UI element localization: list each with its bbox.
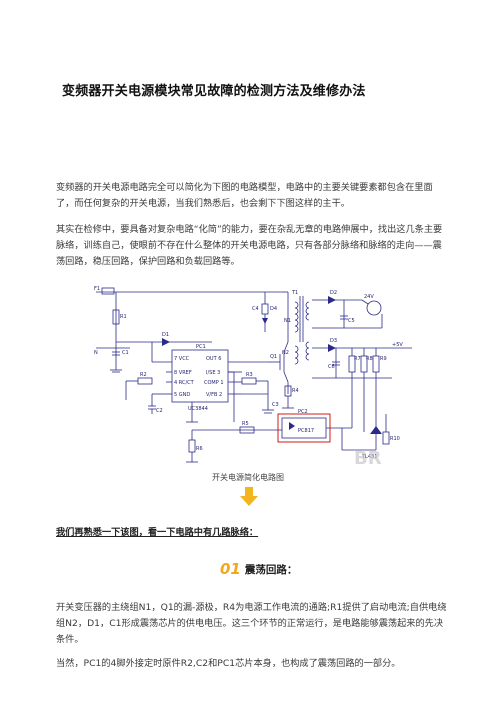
label-r7: R7 [354, 356, 361, 362]
section-label: 震荡回路： [244, 563, 298, 576]
label-chip: UC3844 [188, 406, 208, 412]
label-r2: R2 [140, 372, 147, 378]
label-c6: C6 [328, 364, 335, 370]
label-pc1: PC1 [196, 344, 206, 350]
label-c5: C5 [348, 318, 355, 324]
label-n2: N2 [282, 350, 289, 356]
label-pin1: COMP 1 [204, 380, 224, 386]
paragraph-oscillation: 开关变压器的主绕组N1，Q1的漏-源极，R4为电源工作电流的通路;R1提供了启动… [56, 602, 447, 645]
label-n: N [94, 350, 98, 356]
label-d1: D1 [162, 332, 169, 338]
question-heading: 我们再熟悉一下该图，看一下电路中有几路脉络： [56, 527, 259, 538]
label-r1: R1 [120, 314, 127, 320]
label-pc2: PC2 [298, 409, 308, 415]
down-arrow-icon [240, 487, 258, 506]
label-f1: F1 [94, 286, 100, 292]
paragraph-intro: 变频器的开关电源电路完全可以简化为下图的电路模型，电路中的主要关键要素都包含在里… [56, 182, 433, 209]
label-pin7: 7 VCC [174, 356, 190, 362]
label-t1: T1 [291, 290, 298, 296]
circuit-diagram: F1 R1 N C1 D1 C4 D4 T1 N1 N2 D2 D3 C5 24… [94, 286, 412, 468]
section-heading: 01 震荡回路： [220, 560, 297, 578]
paragraph-simplify: 其实在检修中，要具备对复杂电路“化简”的能力，要在杂乱无章的电路伸展中，找出这几… [56, 224, 443, 267]
label-c1: C1 [122, 350, 129, 356]
label-c4: C4 [252, 306, 259, 312]
article-title: 变频器开关电源模块常见故障的检测方法及维修办法 [62, 84, 366, 99]
label-pin2: V/FB 2 [206, 392, 222, 398]
label-pin8: 8 VREF [174, 370, 192, 376]
label-5v: +5V [392, 342, 403, 348]
label-r3: R3 [246, 372, 253, 378]
label-pin3: I/SE 3 [206, 370, 220, 376]
label-pin4: 4 RC/CT [174, 380, 195, 386]
label-pin6: OUT 6 [206, 356, 221, 362]
label-24v: 24V [364, 294, 374, 300]
label-d2: D2 [330, 290, 337, 296]
label-d4: D4 [270, 306, 277, 312]
label-r8: R8 [366, 356, 373, 362]
section-number: 01 [220, 560, 241, 578]
label-q1: Q1 [270, 354, 277, 360]
label-r10: R10 [390, 436, 400, 442]
label-d3: D3 [330, 338, 337, 344]
diagram-caption: 开关电源简化电路图 [212, 473, 284, 482]
watermark-logo: BR [354, 448, 382, 468]
label-r4: R4 [292, 388, 299, 394]
label-r9: R9 [380, 356, 387, 362]
label-r5: R5 [242, 421, 249, 427]
label-c2: C2 [156, 408, 163, 414]
label-pc817: PC817 [298, 428, 314, 434]
label-r6: R6 [196, 446, 203, 452]
label-n1: N1 [284, 318, 291, 324]
paragraph-pc1: 当然，PC1的4脚外接定时原件R2,C2和PC1芯片本身，也构成了震荡回路的一部… [56, 658, 401, 669]
label-pin5: 5 GND [174, 392, 190, 398]
label-tl431: TL431 [361, 454, 377, 460]
label-c3: C3 [272, 402, 279, 408]
